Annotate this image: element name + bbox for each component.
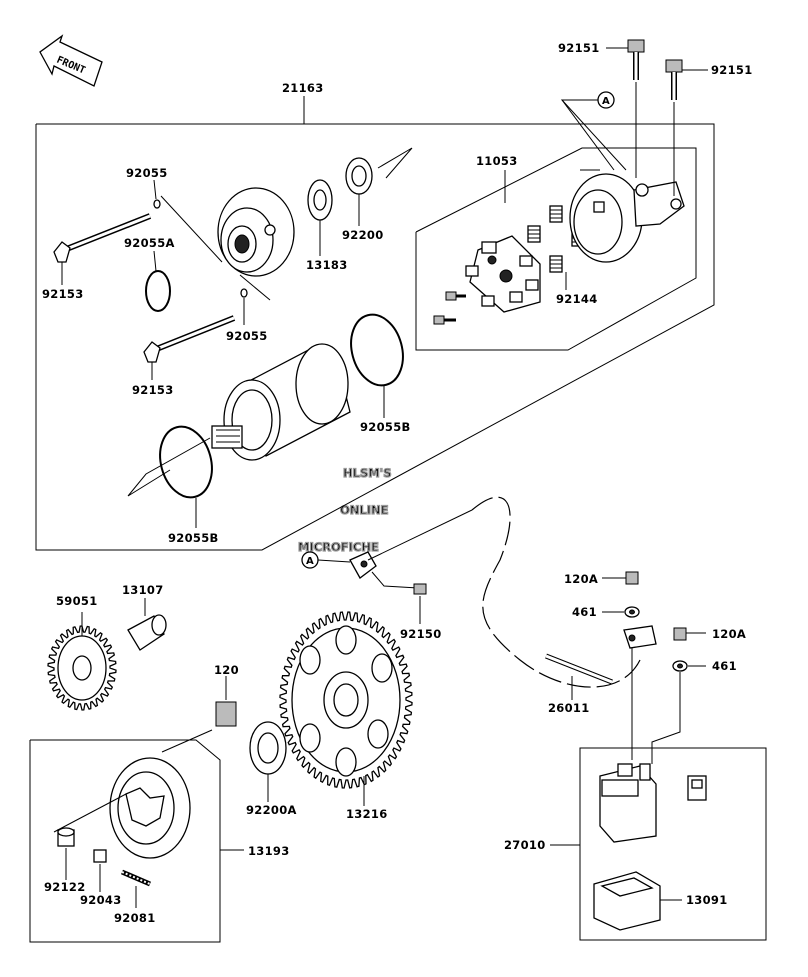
label-13091: 13091 [686,893,728,907]
bolt-92153-bottom [143,315,236,380]
label-92122: 92122 [44,880,86,894]
bolt-120A-a [602,571,639,585]
brush-holder-outline [415,147,697,351]
label-92081: 92081 [114,911,156,925]
label-92150: 92150 [400,627,442,641]
front-cover [160,187,295,301]
callout-a-top-letter: A [602,96,610,107]
label-92055B-left: 92055B [168,531,219,545]
oring-92055A [145,270,171,312]
label-120A-left: 120A [564,572,598,586]
label-92200: 92200 [342,228,384,242]
label-11053: 11053 [476,154,518,168]
bolt-92151-right [665,59,708,196]
oring-92055-top [153,199,161,209]
label-92151-left: 92151 [558,41,600,55]
fuse [687,775,707,801]
terminal-bracket [623,625,657,760]
watermark-line-2: ONLINE [340,503,389,517]
watermark-line-1: HLSM'S [343,466,391,480]
starter-relay [599,763,657,843]
label-92153-top: 92153 [42,287,84,301]
label-13216: 13216 [346,807,388,821]
label-92144: 92144 [556,292,598,306]
label-92055B-right: 92055B [360,420,411,434]
front-arrow-icon: FRONT [39,34,103,87]
relay-cover-13091 [593,871,682,931]
label-120A-right: 120A [712,627,746,641]
label-120: 120 [214,663,239,677]
bolt-92151-left [606,39,645,178]
washer-461-b [651,660,706,764]
label-92200A: 92200A [246,803,297,817]
label-461-left: 461 [572,605,597,619]
label-92151-right: 92151 [711,63,753,77]
label-92055-top: 92055 [126,166,168,180]
oring-92055B-right [350,313,404,387]
label-59051: 59051 [56,594,98,608]
callout-a-top: A [560,91,627,171]
washer-92200 [345,157,373,226]
part-labels: 21163 92151 92151 92055 92055A 92153 920… [42,41,753,925]
clutch-box-outline [29,739,244,943]
gear-59051 [47,612,117,711]
one-way-clutch [53,757,191,859]
rear-cover [569,169,685,263]
watermark-line-3: MICROFICHE [298,540,379,554]
shaft-13107 [127,598,167,651]
label-92153-bottom: 92153 [132,383,174,397]
label-13107: 13107 [122,583,164,597]
callout-a-mid: A [301,509,473,589]
label-92055-mid: 92055 [226,329,268,343]
spring-92081 [121,869,151,908]
oring-92055B-left [159,425,213,499]
label-27010: 27010 [504,838,546,852]
bolt-120 [161,676,237,753]
screws-brush [433,291,466,325]
label-13193: 13193 [248,844,290,858]
label-92055A: 92055A [124,236,175,250]
starter-assembly-outline [35,96,715,551]
pin-92043 [93,849,107,892]
springs-92144 [527,205,585,290]
bolt-120A-b [673,627,706,641]
label-13183: 13183 [306,258,348,272]
callout-a-mid-letter: A [306,556,314,567]
roller-92122 [57,827,75,880]
washer-13183 [307,179,333,256]
bolt-92153-top [53,213,152,285]
motor-yoke [127,343,351,497]
label-21163: 21163 [282,81,324,95]
label-26011: 26011 [548,701,590,715]
watermark: HLSM'S ONLINE MICROFICHE [297,465,392,554]
bolt-92150 [413,583,427,624]
label-92043: 92043 [80,893,122,907]
label-461-right: 461 [712,659,737,673]
oring-92055-mid [240,288,248,298]
gear-13216 [279,611,413,806]
washer-92200A [249,721,287,802]
brush-holder [465,235,541,313]
relay-box-outline [550,747,767,941]
washer-461-a [602,606,640,618]
cable-26011 [471,496,641,700]
